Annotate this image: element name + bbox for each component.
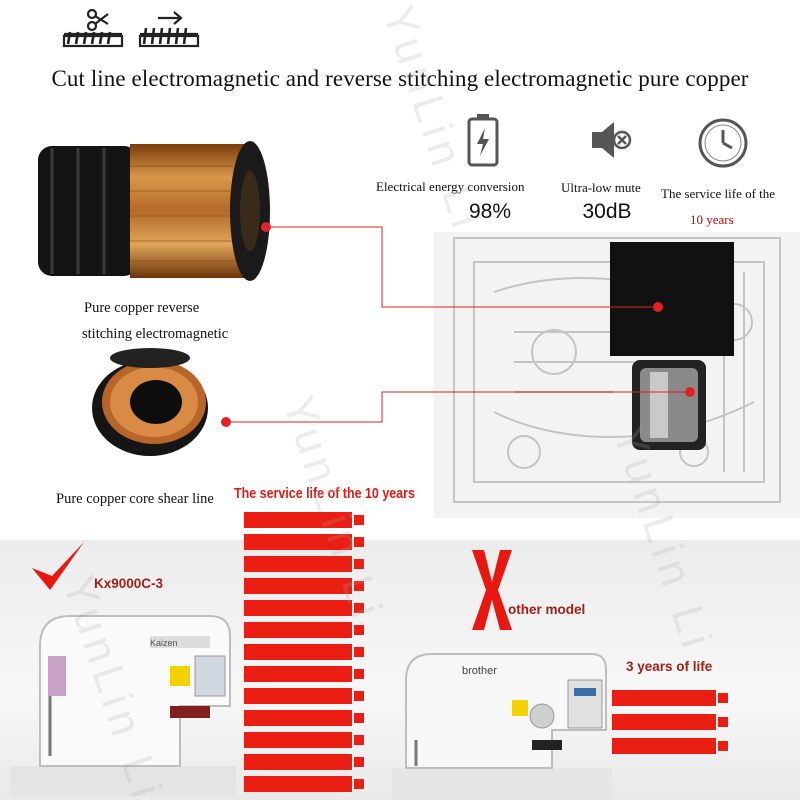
life-bar <box>612 714 728 730</box>
headline: Cut line electromagnetic and reverse sti… <box>51 66 749 91</box>
other-sewing-machine-image: brother <box>392 653 612 800</box>
spec-life-label: The service life of the <box>661 186 776 201</box>
spec-energy-value: 98% <box>468 200 512 223</box>
life-bar <box>244 534 364 550</box>
spec-mute-label: Ultra-low mute <box>561 180 641 195</box>
spec-mute-value: 30dB <box>582 200 632 223</box>
svg-text:Kaizen: Kaizen <box>150 638 178 648</box>
life-bar <box>612 690 728 706</box>
life-bar <box>244 556 364 572</box>
spec-life-value: 10 years <box>690 212 734 227</box>
other-model-label: other model <box>508 602 586 617</box>
mute-speaker-icon <box>592 122 632 158</box>
copper-coil-large-image <box>38 141 270 281</box>
cut-line-scissors-icon <box>62 8 124 48</box>
check-mark-icon <box>32 542 84 590</box>
life-bar <box>244 578 364 594</box>
life-bar <box>244 644 364 660</box>
life-bar <box>244 754 364 770</box>
caption-reverse-line1: Pure copper reverse <box>84 300 200 316</box>
life-bar <box>244 600 364 616</box>
our-sewing-machine-image: Kaizen <box>10 615 236 796</box>
life-bar <box>244 622 364 638</box>
comparison-heading: The service life of the 10 years <box>234 486 415 502</box>
battery-icon <box>467 114 499 167</box>
other-life-label: 3 years of life <box>626 659 713 674</box>
life-bar <box>244 710 364 726</box>
caption-core-shear: Pure copper core shear line <box>56 491 214 507</box>
reverse-stitch-arrow-icon <box>138 11 200 48</box>
clock-icon <box>698 118 748 168</box>
life-bar <box>612 738 728 754</box>
machine-internal-diagram-image <box>434 232 800 518</box>
life-bar <box>244 732 364 748</box>
svg-text:brother: brother <box>462 665 497 677</box>
our-model-label: Kx9000C-3 <box>94 576 164 591</box>
life-bar <box>244 512 364 528</box>
caption-reverse-line2: stitching electromagnetic <box>82 326 229 342</box>
life-bar <box>244 666 364 682</box>
life-bar <box>244 776 364 792</box>
life-bar <box>244 688 364 704</box>
copper-coil-small-image <box>92 348 208 456</box>
spec-energy-label: Electrical energy conversion <box>376 179 525 194</box>
cross-mark-icon <box>472 550 512 630</box>
